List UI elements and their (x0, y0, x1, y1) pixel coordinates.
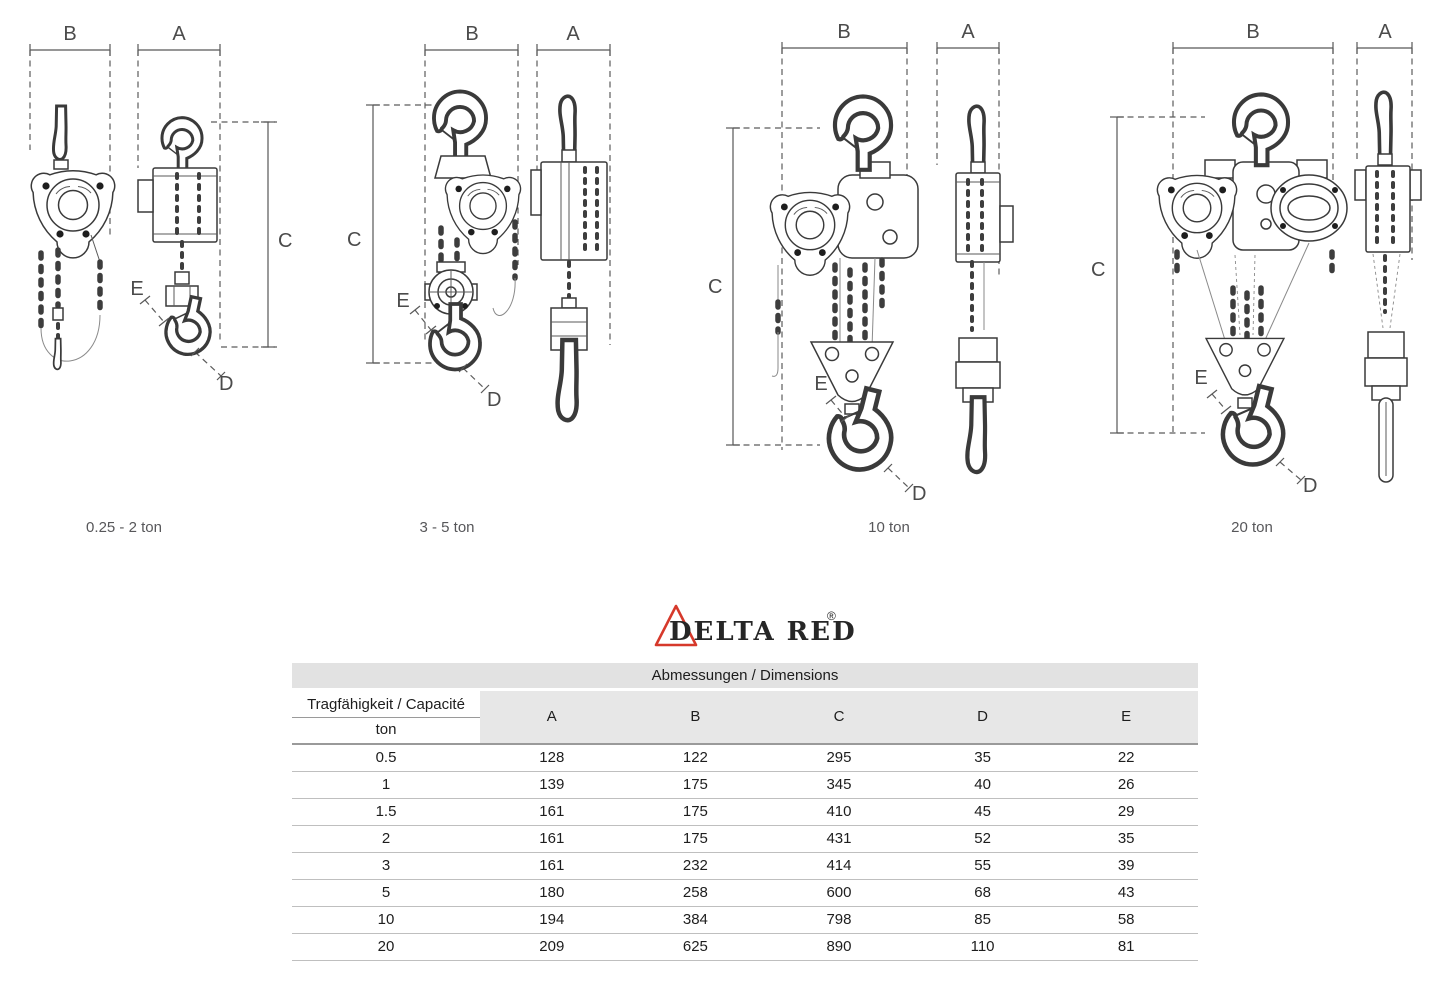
table-header: Tragfähigkeit / Capacité ton A B C D E (292, 691, 1198, 745)
figure-hoist-10ton: B A C E D (708, 21, 1014, 505)
dim-label-b: B (63, 23, 76, 45)
dim-label-e: E (1194, 367, 1207, 389)
table-title: Abmessungen / Dimensions (292, 663, 1198, 688)
dim-label-c: C (708, 276, 722, 298)
dim-label-c: C (347, 229, 361, 251)
dim-label-c: C (1091, 259, 1105, 281)
dim-label-a: A (961, 21, 975, 43)
dim-label-e: E (814, 373, 827, 395)
dim-label-d: D (912, 483, 926, 505)
capacity-label: Tragfähigkeit / Capacité (307, 696, 465, 713)
dim-label-b: B (465, 23, 478, 45)
col-header-a: A (546, 708, 557, 725)
brand-name: DELTA RED (669, 617, 857, 647)
dim-label-d: D (1303, 475, 1317, 497)
col-header-c: C (833, 708, 845, 725)
dim-label-d: D (219, 373, 233, 395)
registered-mark: ® (827, 609, 836, 623)
caption-3-5ton: 3 - 5 ton (419, 519, 475, 536)
figure-hoist-3-5ton: B A C E D (347, 23, 611, 455)
dim-label-b: B (1246, 21, 1259, 43)
col-header-e: E (1121, 708, 1132, 725)
col-header-b: B (690, 708, 701, 725)
capacity-divider (292, 717, 480, 718)
dim-label-a: A (1378, 21, 1392, 43)
dim-label-c: C (278, 230, 292, 252)
dim-label-b: B (837, 21, 850, 43)
capacity-unit: ton (375, 721, 397, 738)
caption-20ton: 20 ton (1231, 519, 1273, 536)
caption-025-2ton: 0.25 - 2 ton (86, 519, 162, 536)
dim-label-e: E (396, 290, 409, 312)
figure-hoist-025-2ton: B A C E D (29, 23, 292, 395)
dim-label-e: E (130, 278, 143, 300)
dim-label-a: A (172, 23, 186, 45)
capacity-header-cell: Tragfähigkeit / Capacité ton (292, 691, 480, 743)
dimensions-table: Abmessungen / Dimensions Tragfähigkeit /… (292, 663, 1198, 961)
dim-label-d: D (487, 389, 501, 411)
figure-hoist-20ton: B A C E D (1091, 21, 1422, 497)
column-headers: A B C D E (480, 691, 1198, 743)
col-header-d: D (977, 708, 988, 725)
dim-label-a: A (566, 23, 580, 45)
caption-10ton: 10 ton (868, 519, 910, 536)
logo-triangle-icon (654, 604, 698, 647)
